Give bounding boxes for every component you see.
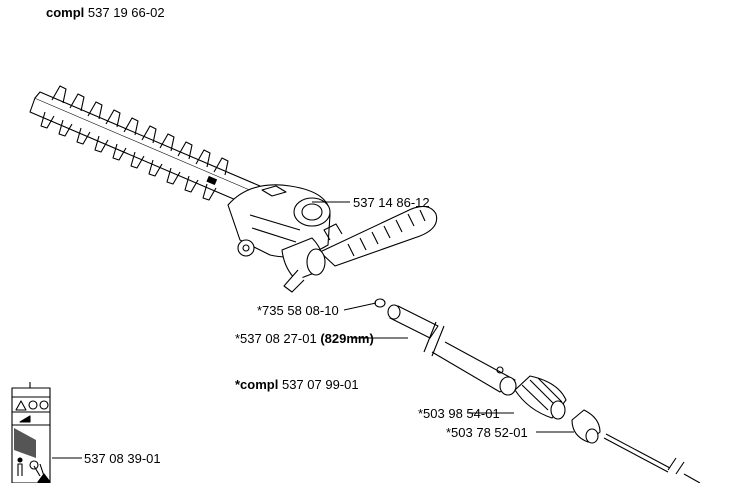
cutter-bar bbox=[29, 85, 261, 207]
header-title: compl 537 19 66-02 bbox=[46, 5, 165, 20]
washer bbox=[374, 298, 386, 308]
warning-decal bbox=[11, 382, 51, 483]
shaft-connector bbox=[281, 237, 326, 293]
callout-shaft-tube-number: *537 08 27-01 bbox=[235, 331, 317, 346]
callout-compl-prefix: *compl bbox=[235, 377, 279, 392]
leader-lines bbox=[52, 201, 574, 459]
callout-compl-number: 537 07 99-01 bbox=[281, 377, 359, 392]
sleeve-part bbox=[571, 409, 601, 444]
callout-washer: *735 58 08-10 bbox=[257, 303, 339, 318]
drive-shaft-rod bbox=[603, 433, 701, 483]
callout-gearbox: 537 14 86-12 bbox=[353, 195, 430, 210]
header-compl-word: compl bbox=[46, 5, 85, 20]
callout-sleeve: *503 78 52-01 bbox=[446, 425, 528, 440]
coupling-part bbox=[514, 375, 567, 420]
header-part-number: 537 19 66-02 bbox=[87, 5, 165, 20]
handle-grip bbox=[319, 205, 438, 267]
callout-compl-assembly: *compl 537 07 99-01 bbox=[235, 377, 359, 392]
callout-shaft-tube: *537 08 27-01 (829mm) bbox=[235, 331, 374, 346]
callout-decal: 537 08 39-01 bbox=[84, 451, 161, 466]
callout-coupling: *503 98 54-01 bbox=[418, 406, 500, 421]
callout-shaft-tube-length: (829mm) bbox=[320, 331, 374, 346]
shaft-tube bbox=[387, 304, 517, 396]
gear-housing bbox=[227, 184, 331, 258]
